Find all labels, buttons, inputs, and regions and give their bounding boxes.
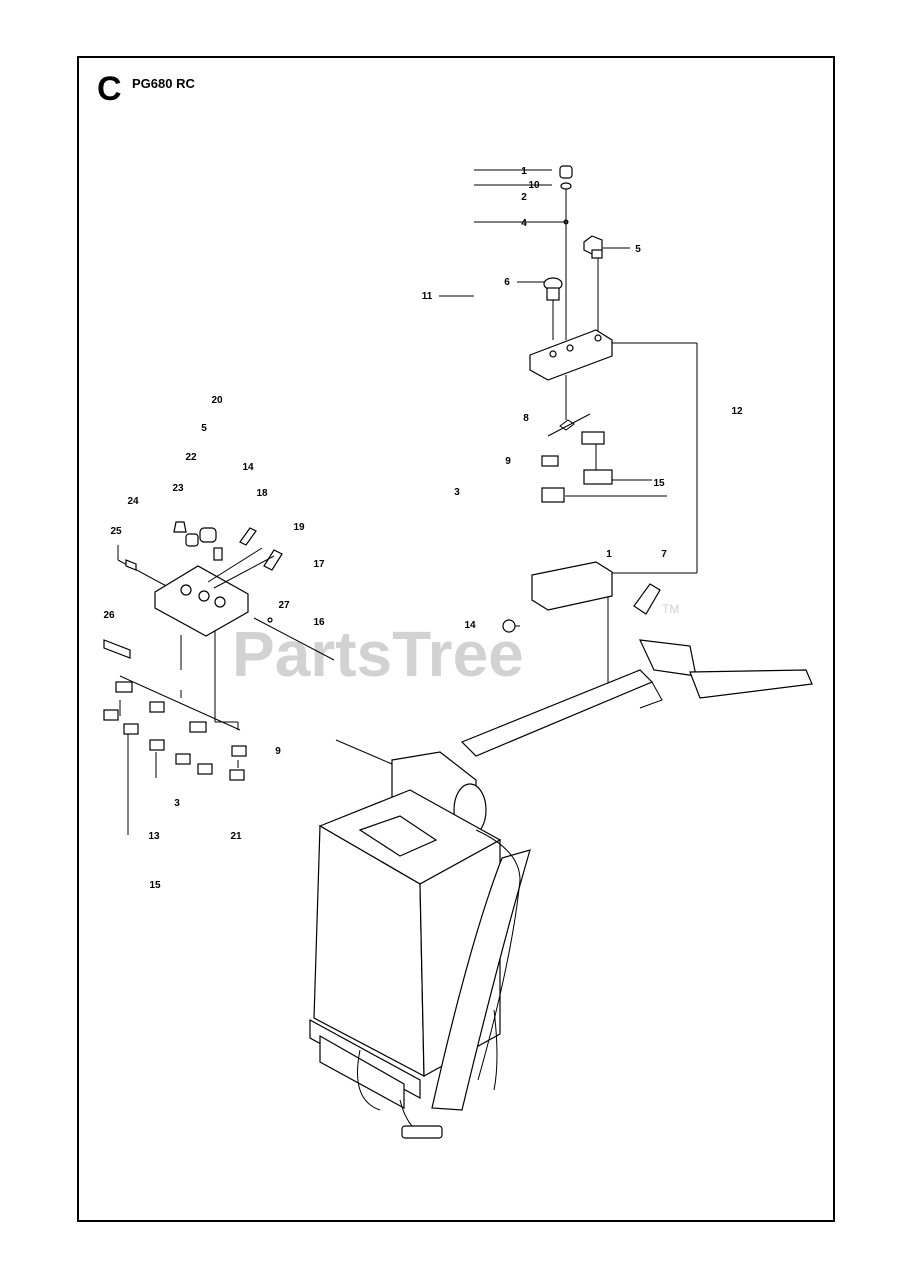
callout-label: 4 xyxy=(521,218,527,229)
callout-label: 17 xyxy=(313,559,325,570)
button-22 xyxy=(185,533,199,547)
callout-label: 15 xyxy=(149,880,161,891)
callout-label: 1 xyxy=(521,166,527,177)
callout-label: 10 xyxy=(528,180,540,191)
connector-a xyxy=(581,431,605,445)
callout-label: 15 xyxy=(653,478,665,489)
grip-lower xyxy=(689,669,813,699)
callout-label: 14 xyxy=(464,620,476,631)
upper-parts xyxy=(502,165,613,633)
callout-label: 21 xyxy=(230,831,242,842)
button-5 xyxy=(199,527,217,543)
diagram-frame xyxy=(77,56,835,1222)
callout-label: 3 xyxy=(454,487,460,498)
callout-label: 19 xyxy=(293,522,305,533)
callout-label: 12 xyxy=(731,406,743,417)
callout-label: 23 xyxy=(172,483,184,494)
callout-label: 20 xyxy=(211,395,223,406)
callout-label: 9 xyxy=(275,746,281,757)
callout-label: 16 xyxy=(313,617,325,628)
label-26 xyxy=(103,639,131,659)
left-parts xyxy=(103,521,283,781)
connector-3 xyxy=(541,487,565,503)
upper-leader-lines xyxy=(439,169,698,700)
housing-1 xyxy=(531,561,613,611)
callout-label: 6 xyxy=(504,277,510,288)
callout-label: 13 xyxy=(148,831,160,842)
callout-label: 5 xyxy=(201,423,207,434)
support-tube xyxy=(431,849,531,1111)
terminal-25 xyxy=(125,559,137,571)
callout-label: 3 xyxy=(174,798,180,809)
callout-label: 5 xyxy=(635,244,641,255)
section-letter: C xyxy=(97,70,122,108)
nut-14 xyxy=(502,619,516,633)
wire-clip-8 xyxy=(547,413,591,437)
callout-label: 14 xyxy=(242,462,254,473)
callout-label: 1 xyxy=(606,549,612,560)
callout-label: 27 xyxy=(278,600,290,611)
grip-upper xyxy=(633,583,661,615)
callout-label: 7 xyxy=(661,549,667,560)
callout-label: 8 xyxy=(523,413,529,424)
connector-15 xyxy=(583,469,613,485)
lamp-19 xyxy=(239,527,257,546)
callout-label: 11 xyxy=(422,291,433,302)
switch-23 xyxy=(173,521,187,533)
knob-cap xyxy=(559,165,573,179)
callout-label: 22 xyxy=(185,452,197,463)
callout-label: 2 xyxy=(521,192,527,203)
callout-label: 18 xyxy=(256,488,268,499)
machine-body xyxy=(309,583,813,1139)
control-plate xyxy=(529,329,613,381)
watermark-trademark: TM xyxy=(662,602,679,616)
cable-left xyxy=(357,1049,381,1111)
callout-label: 26 xyxy=(103,610,115,621)
washer xyxy=(560,182,572,190)
callout-label: 25 xyxy=(110,526,122,537)
callout-label: 24 xyxy=(127,496,139,507)
handle-block xyxy=(638,639,697,677)
model-title: PG680 RC xyxy=(132,76,195,91)
fuse-17 xyxy=(263,549,283,571)
pin xyxy=(563,219,569,225)
callout-label: 9 xyxy=(505,456,511,467)
watermark-text: PartsTree xyxy=(232,618,524,690)
connector-9 xyxy=(541,455,559,467)
